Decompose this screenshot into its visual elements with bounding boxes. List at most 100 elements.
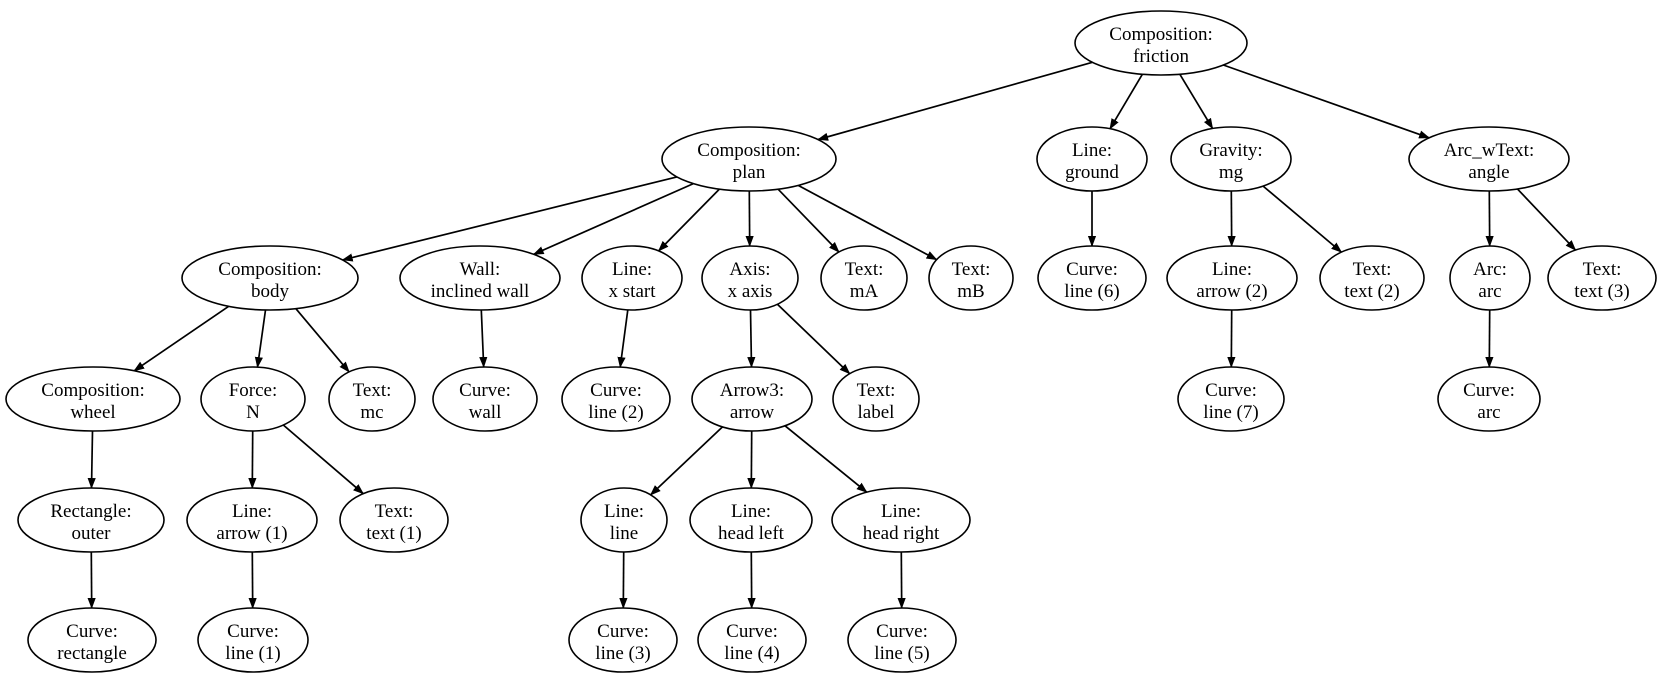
node-ellipse-head-right <box>831 487 971 553</box>
node-head-right: Line:head right <box>831 487 971 553</box>
node-type-label-friction: Composition: <box>1109 24 1212 45</box>
node-text1: Text:text (1) <box>339 487 449 553</box>
node-type-label-x-start: Line: <box>612 259 652 280</box>
node-ellipse-line5 <box>847 607 957 673</box>
node-rectangle: Curve:rectangle <box>27 607 157 673</box>
node-type-label-wheel: Composition: <box>41 380 144 401</box>
node-type-label-mc: Text: <box>353 380 392 401</box>
node-curve-arc: Curve:arc <box>1437 366 1541 432</box>
node-type-label-line4: Curve: <box>726 621 778 642</box>
node-name-label-mg: mg <box>1219 162 1244 183</box>
node-line2: Curve:line (2) <box>561 366 671 432</box>
edge-friction-to-plan <box>817 61 1093 141</box>
node-ellipse-mc <box>328 366 416 432</box>
node-name-label-body: body <box>251 281 290 302</box>
node-ellipse-N <box>200 366 306 432</box>
node-type-label-line5: Curve: <box>876 621 928 642</box>
node-name-label-arrow2: arrow (2) <box>1196 281 1267 302</box>
node-line: Line:line <box>580 487 668 553</box>
node-ellipse-inclined-wall <box>399 245 561 311</box>
node-ellipse-line6 <box>1037 245 1147 311</box>
node-name-label-outer: outer <box>71 523 111 544</box>
node-line7: Curve:line (7) <box>1177 366 1285 432</box>
node-ellipse-text2 <box>1319 245 1425 311</box>
node-line6: Curve:line (6) <box>1037 245 1147 311</box>
node-label: Text:label <box>832 366 920 432</box>
edge-arrow3-to-head-right <box>784 425 868 493</box>
node-ellipse-plan <box>661 126 837 192</box>
edge-x-axis-to-label <box>776 303 851 375</box>
edge-inclined-wall-to-wall <box>479 309 488 368</box>
node-body: Composition:body <box>181 245 359 311</box>
node-name-label-x-axis: x axis <box>728 281 773 302</box>
node-arc: Arc:arc <box>1449 245 1531 311</box>
node-type-label-line7: Curve: <box>1205 380 1257 401</box>
edge-friction-to-mg <box>1179 73 1214 130</box>
node-ellipse-arc <box>1449 245 1531 311</box>
node-line5: Curve:line (5) <box>847 607 957 673</box>
node-arrow2: Line:arrow (2) <box>1166 245 1298 311</box>
edge-x-start-to-line2 <box>617 309 629 369</box>
node-angle: Arc_wText:angle <box>1408 126 1570 192</box>
node-type-label-plan: Composition: <box>697 140 800 161</box>
edge-plan-to-mA <box>777 188 840 253</box>
node-type-label-text3: Text: <box>1583 259 1622 280</box>
node-name-label-wheel: wheel <box>70 402 115 423</box>
node-ellipse-line4 <box>697 607 807 673</box>
node-type-label-head-right: Line: <box>881 501 921 522</box>
edge-N-to-text1 <box>282 424 365 495</box>
node-name-label-plan: plan <box>733 162 766 183</box>
edge-x-axis-to-arrow3 <box>747 309 756 368</box>
node-name-label-rectangle: rectangle <box>57 643 127 664</box>
node-type-label-inclined-wall: Wall: <box>460 259 501 280</box>
node-type-label-line3: Curve: <box>597 621 649 642</box>
node-name-label-N: N <box>246 402 260 423</box>
node-type-label-body: Composition: <box>218 259 321 280</box>
node-type-label-line: Line: <box>604 501 644 522</box>
node-type-label-curve-arc: Curve: <box>1463 380 1515 401</box>
edge-plan-to-body <box>341 176 678 262</box>
nodes-layer: Composition:frictionComposition:planLine… <box>5 10 1657 673</box>
node-line3: Curve:line (3) <box>568 607 678 673</box>
node-name-label-line2: line (2) <box>588 402 643 423</box>
node-ellipse-line <box>580 487 668 553</box>
node-text3: Text:text (3) <box>1547 245 1657 311</box>
node-ellipse-line2 <box>561 366 671 432</box>
node-name-label-arrow1: arrow (1) <box>216 523 287 544</box>
node-wheel: Composition:wheel <box>5 366 181 432</box>
node-arrow1: Line:arrow (1) <box>186 487 318 553</box>
node-type-label-mB: Text: <box>952 259 991 280</box>
edge-plan-to-mB <box>797 184 938 261</box>
node-ellipse-arrow3 <box>691 366 813 432</box>
node-type-label-N: Force: <box>229 380 278 401</box>
node-type-label-ground: Line: <box>1072 140 1112 161</box>
node-name-label-text3: text (3) <box>1574 281 1629 302</box>
node-ellipse-line7 <box>1177 366 1285 432</box>
node-arrow3: Arrow3:arrow <box>691 366 813 432</box>
node-name-label-angle: angle <box>1468 162 1509 183</box>
node-mg: Gravity:mg <box>1170 126 1292 192</box>
edge-wheel-to-outer <box>87 430 96 489</box>
node-name-label-text2: text (2) <box>1344 281 1399 302</box>
edge-friction-to-ground <box>1109 73 1144 130</box>
node-name-label-line5: line (5) <box>874 643 929 664</box>
node-ellipse-mA <box>820 245 908 311</box>
node-type-label-label: Text: <box>857 380 896 401</box>
node-name-label-arc: arc <box>1478 281 1501 302</box>
node-type-label-mA: Text: <box>845 259 884 280</box>
edges-layer <box>87 61 1577 609</box>
node-type-label-arc: Arc: <box>1473 259 1507 280</box>
node-name-label-text1: text (1) <box>366 523 421 544</box>
node-line1: Curve:line (1) <box>197 607 309 673</box>
node-ellipse-text1 <box>339 487 449 553</box>
node-friction: Composition:friction <box>1074 10 1248 76</box>
node-ellipse-x-axis <box>701 245 799 311</box>
node-N: Force:N <box>200 366 306 432</box>
node-ellipse-text3 <box>1547 245 1657 311</box>
edge-body-to-N <box>254 309 267 369</box>
node-name-label-line4: line (4) <box>724 643 779 664</box>
node-name-label-line7: line (7) <box>1203 402 1258 423</box>
node-name-label-mB: mB <box>957 281 984 302</box>
node-type-label-text2: Text: <box>1353 259 1392 280</box>
